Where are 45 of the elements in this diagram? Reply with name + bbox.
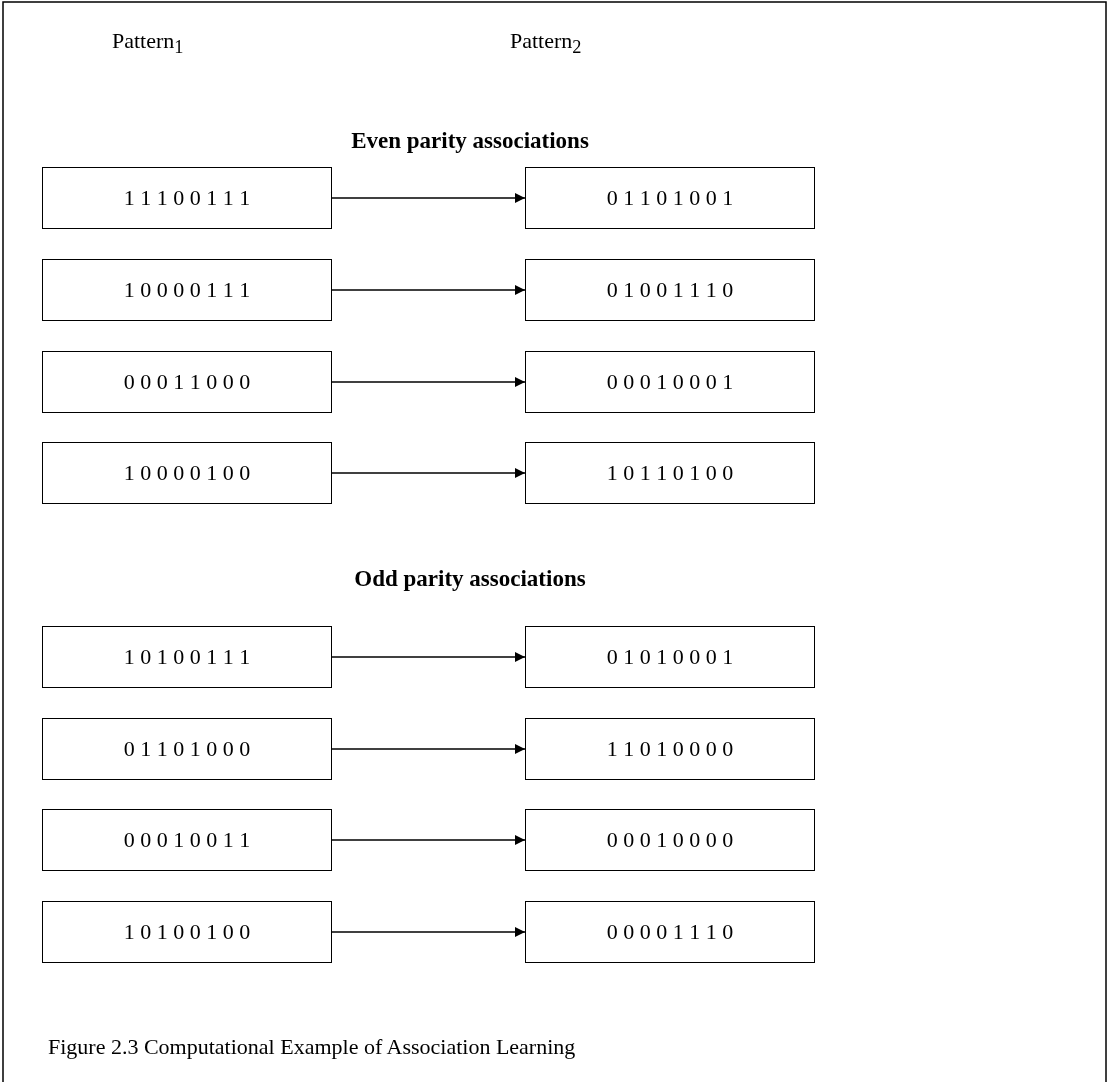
arrow [331, 744, 526, 754]
pattern-box [42, 259, 332, 321]
column-heading: Pattern$_{1}$ [112, 28, 184, 59]
bit-pattern: 0 0 0 0 1 1 1 0 [606, 919, 734, 945]
pattern-box [525, 718, 815, 780]
bit-pattern: 1 0 1 0 0 1 1 1 [123, 644, 251, 670]
pattern-box [42, 901, 332, 963]
figure-caption: Figure 2.3 Computational Example of Association Learning [48, 1034, 576, 1060]
arrow [331, 285, 526, 295]
pattern-box [42, 442, 332, 504]
bit-pattern: 1 0 1 0 0 1 0 0 [123, 919, 251, 945]
section-heading: Even parity associations [351, 128, 589, 154]
bit-pattern: 0 1 1 0 1 0 0 0 [123, 736, 251, 762]
arrow [331, 927, 526, 937]
pattern-box [525, 167, 815, 229]
pattern-box [42, 718, 332, 780]
pattern-box [525, 259, 815, 321]
pattern-box [42, 809, 332, 871]
pattern-box [42, 626, 332, 688]
bit-pattern: 1 0 0 0 0 1 1 1 [123, 277, 251, 303]
pattern-box [525, 901, 815, 963]
bit-pattern: 0 0 0 1 0 0 0 1 [606, 369, 734, 395]
bit-pattern: 0 1 0 0 1 1 1 0 [606, 277, 734, 303]
pattern-box [525, 626, 815, 688]
bit-pattern: 1 1 0 1 0 0 0 0 [606, 736, 734, 762]
arrow [331, 377, 526, 387]
column-heading: Pattern$_{2}$ [510, 28, 582, 59]
bit-pattern: 0 0 0 1 0 0 1 1 [123, 827, 251, 853]
arrow [331, 468, 526, 478]
arrow [331, 835, 526, 845]
bit-pattern: 1 0 1 1 0 1 0 0 [606, 460, 734, 486]
bit-pattern: 0 1 0 1 0 0 0 1 [606, 644, 734, 670]
bit-pattern: 1 0 0 0 0 1 0 0 [123, 460, 251, 486]
pattern-box [525, 442, 815, 504]
pattern-box [525, 809, 815, 871]
pattern-box [42, 351, 332, 413]
arrow [331, 193, 526, 203]
bit-pattern: 1 1 1 0 0 1 1 1 [123, 185, 251, 211]
pattern-box [525, 351, 815, 413]
bit-pattern: 0 1 1 0 1 0 0 1 [606, 185, 734, 211]
arrow [331, 652, 526, 662]
bit-pattern: 0 0 0 1 1 0 0 0 [123, 369, 251, 395]
bit-pattern: 0 0 0 1 0 0 0 0 [606, 827, 734, 853]
pattern-box [42, 167, 332, 229]
section-heading: Odd parity associations [354, 566, 586, 592]
